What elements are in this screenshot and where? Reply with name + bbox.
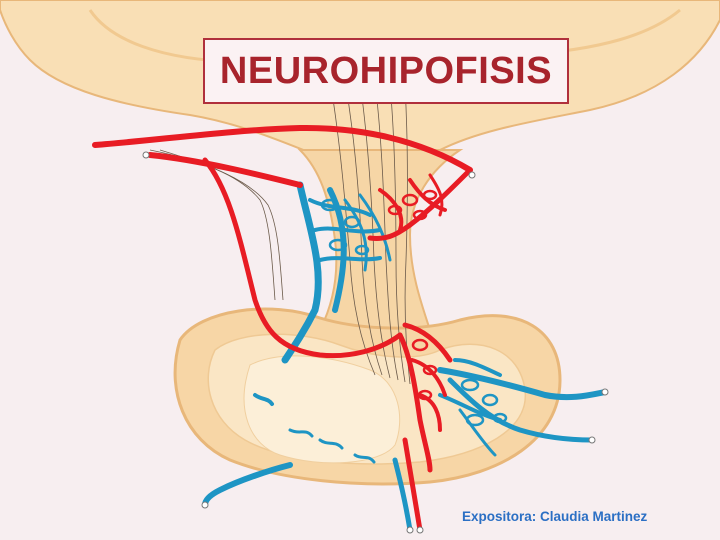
author-caption: Expositora: Claudia Martinez <box>462 509 648 524</box>
capillary-plexus-lower <box>411 338 508 427</box>
capillary-plexus-upper <box>320 189 438 256</box>
posterior-lobe <box>243 355 401 464</box>
venous-network <box>202 181 608 533</box>
vessel-ends <box>142 151 609 534</box>
arterial-network <box>92 124 473 533</box>
slide-title: NEUROHIPOFISIS <box>219 49 553 92</box>
title-box: NEUROHIPOFISIS <box>203 38 569 104</box>
